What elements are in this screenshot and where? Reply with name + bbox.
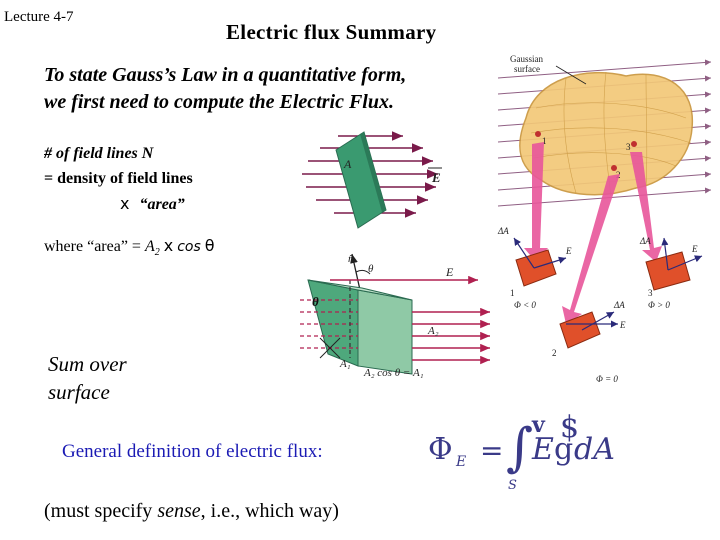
patch-2 <box>559 311 601 349</box>
normal-label: n̂ <box>348 253 354 265</box>
cos-label: cos <box>177 239 201 255</box>
point-3-label: 3 <box>626 142 631 152</box>
sum-over-surface: Sum over surface <box>48 350 127 406</box>
a1-label: A₁ <box>339 358 351 370</box>
theta-symbol: θ <box>204 236 215 255</box>
middle-e-label: E <box>445 265 454 279</box>
field-lines-line-3: x “area” <box>120 194 185 214</box>
times-symbol: x <box>120 194 130 213</box>
plane-area-label: A <box>343 157 352 171</box>
formula-phi: Φ <box>428 432 453 467</box>
zoom-arrow-3 <box>630 152 662 262</box>
da-label-2: ΔA <box>613 300 625 310</box>
formula-integral: ∫ <box>506 418 534 478</box>
phi-negative: Φ < 0 <box>514 300 536 310</box>
field-lines-line-2: = density of field lines <box>44 170 193 187</box>
point-1-label: 1 <box>542 136 547 146</box>
wedge-face-a1 <box>357 289 413 375</box>
sum-line-2: surface <box>48 380 110 404</box>
flux-formula: Φ E = ∫ S E v g $ dA <box>428 410 658 498</box>
e-label-3: E <box>691 244 698 254</box>
da-label-1: ΔA <box>497 226 509 236</box>
sense-note: (must specify sense, i.e., which way) <box>44 500 339 522</box>
a2-label: A₂ <box>427 325 439 337</box>
a2-symbol: A2 <box>144 238 160 259</box>
general-definition-label: General definition of electric flux: <box>62 441 323 462</box>
formula-dollar-glyph: $ <box>560 410 580 445</box>
formula-da: dA <box>574 432 615 467</box>
area-definition: where “area” = A2 x cos θ <box>44 236 215 258</box>
area-definition-prefix: where “area” = <box>44 238 141 255</box>
e-label-1: E <box>565 246 572 256</box>
theta-small-label: θ <box>368 263 374 275</box>
da-label-3: ΔA <box>639 236 651 246</box>
gaussian-surface-figure: Gaussian surface 1 2 3 ΔA E 1 Φ < 0 ΔA E… <box>497 54 712 384</box>
formula-v-glyph: v <box>532 412 545 438</box>
patch-3 <box>645 251 691 291</box>
intro-text: To state Gauss’s Law in a quantitative f… <box>44 62 514 116</box>
area-word: “area” <box>139 196 185 213</box>
lecture-number: Lecture 4-7 <box>4 9 74 25</box>
zoom-arrow-1 <box>524 142 548 262</box>
formula-dot-glyph: g <box>554 432 574 467</box>
gaussian-label-2: surface <box>514 64 540 74</box>
wedge-figure: n̂ θ E θ A₁ A₂ A₂ cos θ = A₁ <box>300 253 490 379</box>
intro-line-1: To state Gauss’s Law in a quantitative f… <box>44 64 407 86</box>
e-label-2: E <box>619 320 626 330</box>
field-lines-line-1: # of field lines N <box>44 145 154 162</box>
area-relation: A₂ cos θ = A₁ <box>363 367 424 379</box>
gaussian-label-1: Gaussian <box>510 54 543 64</box>
field-e-label: E <box>431 170 441 185</box>
zoom-arrow-2 <box>562 174 620 324</box>
formula-sub-s: S <box>508 478 517 493</box>
phi-zero: Φ = 0 <box>596 374 618 384</box>
patch-3-number: 3 <box>648 288 653 298</box>
sense-emphasis: sense <box>157 500 201 522</box>
slide-title: Electric flux Summary <box>226 20 437 44</box>
field-lines-plane-figure: A E <box>302 131 442 229</box>
gaussian-surface-blob <box>519 71 694 196</box>
patch-1-number: 1 <box>510 288 515 298</box>
sum-line-1: Sum over <box>48 352 127 376</box>
times-symbol-2: x <box>163 236 174 255</box>
formula-equals: = <box>480 434 504 467</box>
formula-sub-e: E <box>456 454 467 470</box>
phi-positive: Φ > 0 <box>648 300 670 310</box>
patch-2-number: 2 <box>552 348 557 358</box>
intro-line-2: we first need to compute the Electric Fl… <box>44 91 394 113</box>
theta-big-label: θ <box>312 294 319 309</box>
formula-e-vector: E <box>532 432 554 467</box>
